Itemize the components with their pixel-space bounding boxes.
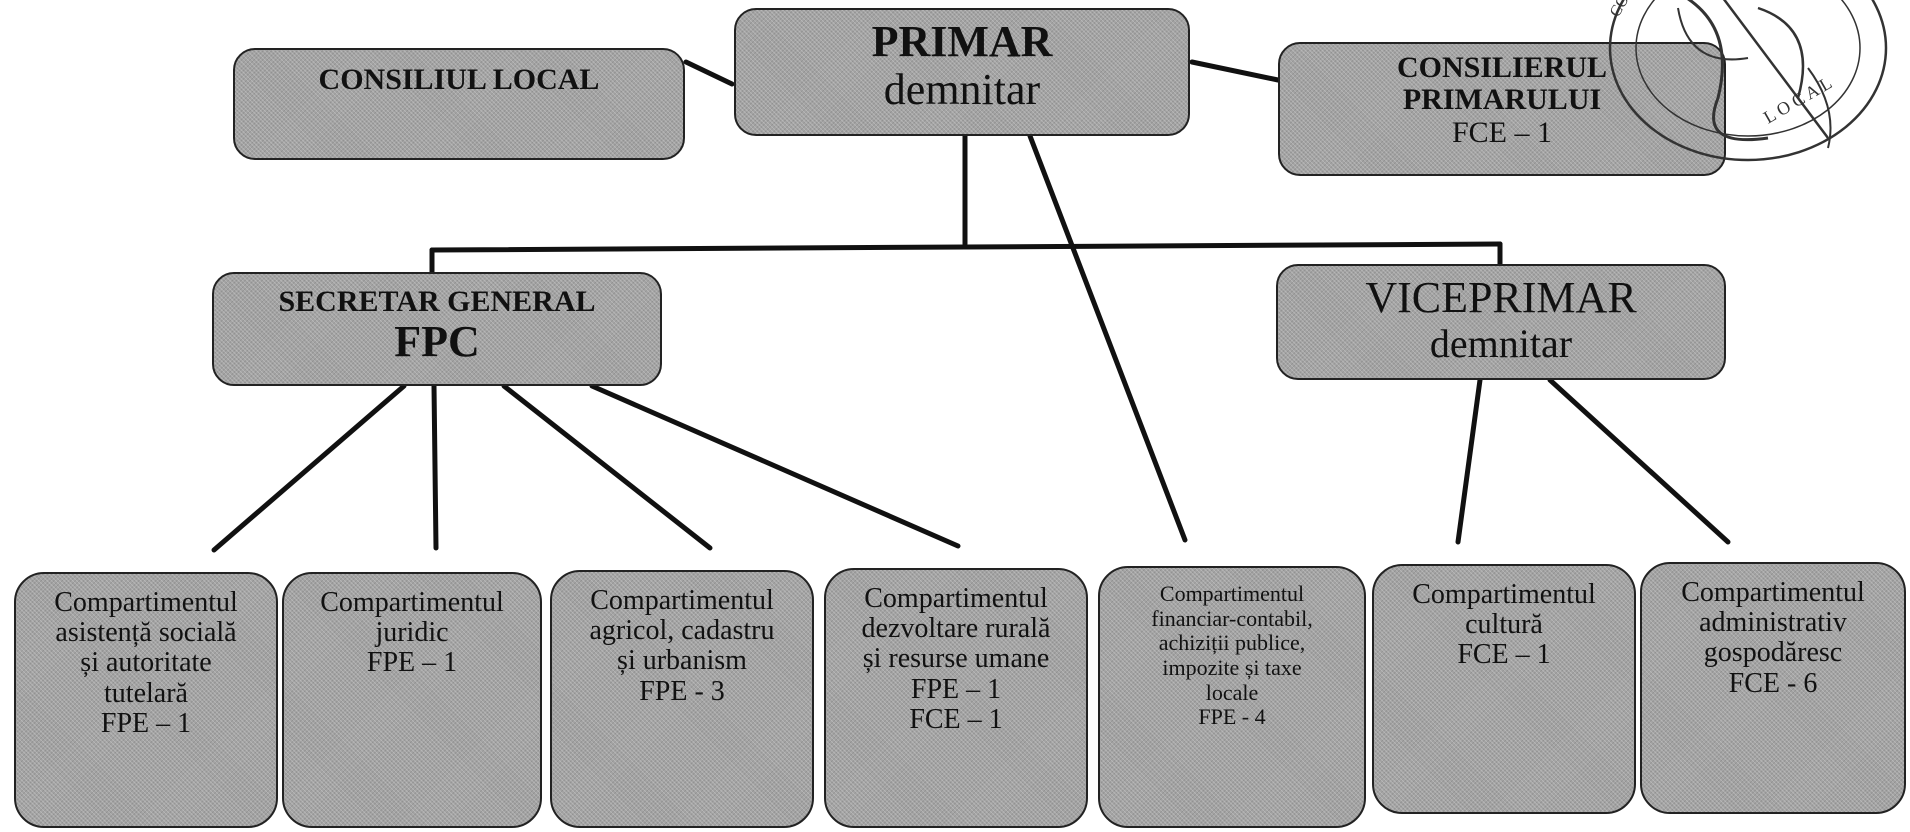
connector-primar-financiar (1027, 133, 1188, 543)
dept-line: și urbanism (617, 645, 747, 677)
dept-line: agricol, cadastru (589, 615, 775, 647)
consilierul-line1: CONSILIERUL (1396, 51, 1608, 84)
dept-line: achiziții publice, (1158, 630, 1306, 656)
dept-line: gospodăresc (1703, 637, 1843, 669)
primar-box: PRIMAR demnitar (734, 8, 1190, 136)
dept-line: locale (1205, 679, 1259, 705)
dept-line: financiar-contabil, (1151, 605, 1313, 631)
connector-horizontal-bar (429, 241, 1503, 253)
secretar-line1: SECRETAR GENERAL (278, 285, 596, 318)
consiliul-local-label: CONSILIUL LOCAL (318, 63, 600, 96)
secretar-general-box: SECRETAR GENERAL FPC (212, 272, 662, 386)
dept-line: FCE - 6 (1728, 667, 1818, 699)
dept-line: cultură (1465, 609, 1543, 641)
primar-title: PRIMAR (871, 17, 1053, 66)
dept-line: Compartimentul (1159, 581, 1305, 606)
stamp-bottom-text: L O C A L (1760, 72, 1835, 127)
stamp-arc-text: COMUNA . . . JUDEȚUL BUZĂU (1605, 0, 1735, 20)
dept-line: asistență socială (55, 617, 237, 649)
dept-cultura: Compartimentul cultură FCE – 1 (1372, 564, 1636, 814)
dept-financiar-contabil: Compartimentul financiar-contabil, achiz… (1098, 566, 1366, 828)
dept-line: dezvoltare rurală (861, 613, 1051, 645)
dept-line: impozite și taxe (1162, 654, 1302, 680)
dept-line: FCE – 1 (1457, 639, 1551, 671)
dept-dezvoltare-rurala: Compartimentul dezvoltare rurală și resu… (824, 568, 1088, 828)
dept-line: FCE – 1 (909, 703, 1003, 735)
dept-agricol-cadastru: Compartimentul agricol, cadastru și urba… (550, 570, 814, 828)
dept-line: juridic (375, 617, 449, 649)
dept-line: FPE – 1 (100, 707, 192, 739)
dept-line: FPE - 4 (1198, 704, 1266, 730)
dept-line: Compartimentul (1412, 579, 1596, 610)
consiliul-local-box: CONSILIUL LOCAL (233, 48, 685, 160)
connector-viceprimar-administrativ (1547, 377, 1731, 545)
official-stamp-icon: COMUNA . . . JUDEȚUL BUZĂU L O C A L ★ (1605, 0, 1888, 162)
connector-secretar-asistenta (211, 383, 407, 553)
dept-administrativ-gospodaresc: Compartimentul administrativ gospodăresc… (1640, 562, 1906, 814)
consilierul-primarului-box: CONSILIERUL PRIMARULUI FCE – 1 (1278, 42, 1726, 176)
dept-line: și autoritate (80, 647, 212, 679)
dept-line: Compartimentul (1681, 577, 1865, 608)
connector-primar-consilier (1189, 59, 1281, 83)
dept-line: Compartimentul (864, 583, 1048, 614)
dept-line: tutelară (104, 677, 188, 709)
connector-primar-consiliul (683, 59, 735, 87)
dept-line: FPE – 1 (366, 647, 458, 679)
connector-secretar-dezvoltare (589, 383, 961, 549)
dept-asistenta-sociala: Compartimentul asistență socială și auto… (14, 572, 278, 828)
connector-viceprimar-cultura (1455, 377, 1483, 545)
dept-line: Compartimentul (54, 587, 238, 618)
dept-line: FPE - 3 (639, 675, 725, 707)
viceprimar-box: VICEPRIMAR demnitar (1276, 264, 1726, 380)
dept-line: FPE – 1 (910, 673, 1002, 705)
dept-juridic: Compartimentul juridic FPE – 1 (282, 572, 542, 828)
viceprimar-line2: demnitar (1429, 320, 1573, 366)
svg-text:★: ★ (1868, 0, 1881, 2)
consilierul-line2: PRIMARULUI (1402, 83, 1602, 117)
secretar-line2: FPC (394, 317, 480, 367)
dept-line: administrativ (1699, 607, 1847, 639)
dept-line: Compartimentul (320, 587, 504, 618)
consilierul-line3: FCE – 1 (1451, 115, 1553, 149)
connector-secretar-juridic (431, 383, 439, 551)
dept-line: și resurse umane (862, 643, 1050, 675)
primar-subtitle: demnitar (883, 64, 1041, 114)
connector-secretar-agricol (501, 383, 713, 551)
dept-line: Compartimentul (590, 585, 774, 616)
viceprimar-line1: VICEPRIMAR (1365, 273, 1637, 322)
